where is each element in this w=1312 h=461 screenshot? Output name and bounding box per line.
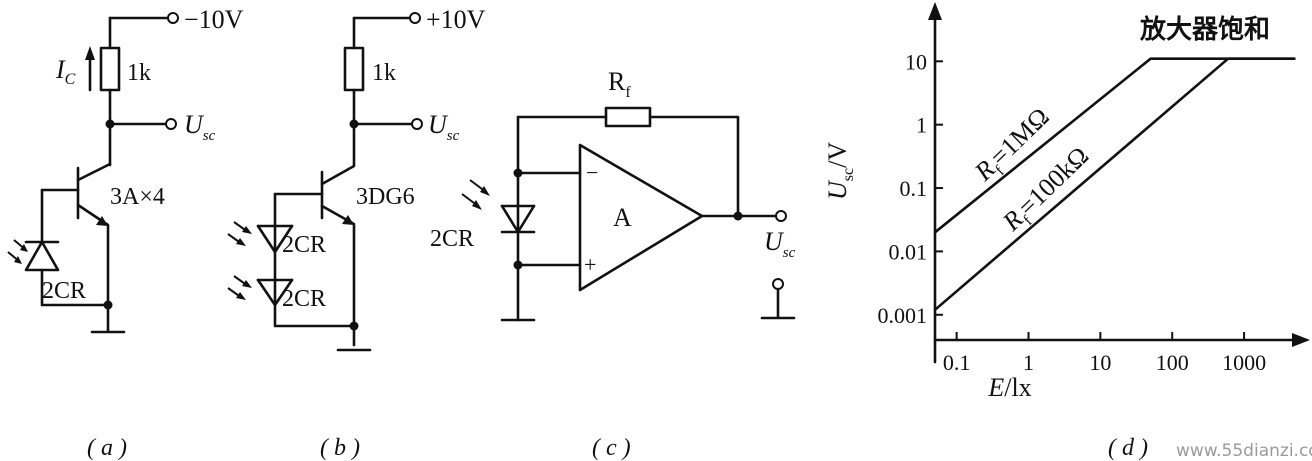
circuit-c: Rf A − + 2CR Usc ( c ) — [430, 67, 796, 461]
supply-label-a: −10V — [184, 5, 244, 34]
terminal-c-output — [775, 210, 787, 222]
current-label: IC — [55, 55, 76, 88]
output-label-a: Usc — [184, 110, 216, 144]
caption-d: ( d ) — [1108, 435, 1148, 461]
caption-a: ( a ) — [87, 435, 127, 461]
y-tick-label-4: 10 — [905, 49, 927, 74]
noninverting-input-symbol: + — [584, 252, 596, 277]
watermark: www.55dianzi.com — [1176, 441, 1312, 461]
series-lines — [933, 57, 1296, 312]
transistor-b-label: 3DG6 — [356, 184, 415, 210]
output-label-b: Usc — [428, 110, 460, 144]
photodiode-b1-label: 2CR — [282, 232, 326, 258]
y-tick-label-1: 0.01 — [889, 239, 928, 264]
terminal-b-supply — [409, 12, 421, 24]
saturation-label: 放大器饱和 — [1139, 14, 1270, 45]
x-tick-label-1: 1 — [1023, 350, 1034, 375]
resistor-b — [343, 46, 365, 92]
circuit-b: +10V 1k Usc 3DG6 2CR 2CR ( b ) — [227, 5, 486, 461]
x-axis-arrow — [1292, 333, 1310, 347]
resistor-a-label: 1k — [127, 60, 151, 86]
y-axis-arrow — [928, 2, 942, 20]
op-amp — [578, 143, 704, 292]
feedback-resistor — [604, 106, 652, 128]
x-ticks: 0.1 1 10 100 1000 — [943, 332, 1266, 375]
op-amp-label: A — [613, 203, 632, 232]
terminal-a-supply — [167, 12, 179, 24]
caption-c: ( c ) — [592, 435, 631, 461]
terminal-b-output — [411, 118, 423, 130]
y-tick-label-2: 0.1 — [900, 176, 928, 201]
y-tick-label-0: 0.001 — [878, 303, 928, 328]
x-tick-label-3: 100 — [1156, 350, 1189, 375]
terminal-a-output — [165, 118, 177, 130]
resistor-a — [99, 46, 121, 92]
y-axis-label: Usc/V — [823, 142, 857, 200]
inverting-input-symbol: − — [586, 160, 598, 185]
photodiode-a-label: 2CR — [42, 278, 86, 304]
series-line-1 — [933, 57, 1296, 312]
chart-d: 0.1 1 10 100 1000 0.001 0.01 0.1 1 10 放大器饱和 E/lx… — [823, 2, 1312, 461]
y-ticks: 0.001 0.01 0.1 1 10 — [878, 49, 943, 328]
y-tick-label-3: 1 — [916, 113, 927, 138]
x-tick-label-4: 1000 — [1222, 350, 1266, 375]
x-tick-label-0: 0.1 — [943, 350, 971, 375]
photodiode-c-label: 2CR — [430, 226, 474, 252]
transistor-a-label: 3A×4 — [110, 184, 165, 210]
feedback-resistor-label: Rf — [608, 67, 631, 101]
resistor-b-label: 1k — [372, 60, 396, 86]
output-label-c: Usc — [764, 227, 796, 261]
circuit-a: −10V 1k IC Usc 3A×4 2CR ( a ) — [7, 5, 244, 461]
terminal-c-ground — [772, 278, 784, 290]
x-tick-label-2: 10 — [1089, 350, 1111, 375]
supply-label-b: +10V — [426, 5, 486, 34]
photodiode-b2-label: 2CR — [282, 286, 326, 312]
caption-b: ( b ) — [320, 435, 360, 461]
x-axis-label: E/lx — [987, 373, 1031, 402]
